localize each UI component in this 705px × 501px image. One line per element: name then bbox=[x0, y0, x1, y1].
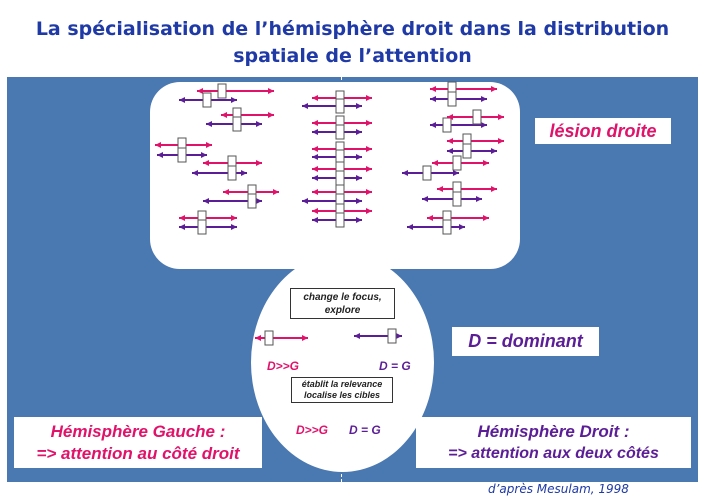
right-hemisphere-box: Hémisphère Droit : => attention aux deux… bbox=[416, 417, 691, 468]
bisection-marker bbox=[264, 330, 274, 346]
bisection-marker bbox=[217, 83, 227, 99]
relevance-box: établit la relevance localise les cibles bbox=[291, 377, 393, 403]
title-line-1: La spécialisation de l’hémisphère droit … bbox=[35, 18, 670, 40]
bisection-marker bbox=[452, 155, 462, 171]
dg-left-top: D>>G bbox=[267, 359, 300, 373]
diagram-panel: lésion droite change le focus, explore D… bbox=[7, 77, 698, 482]
slide-title: La spécialisation de l’hémisphère droit … bbox=[20, 16, 685, 70]
right-hemisphere-desc: => attention aux deux côtés bbox=[448, 445, 659, 462]
focus-line-1: change le focus, bbox=[303, 292, 382, 303]
bisection-marker bbox=[387, 328, 397, 344]
bisection-marker bbox=[335, 124, 345, 140]
left-hemisphere-box: Hémisphère Gauche : => attention au côté… bbox=[14, 417, 262, 468]
title-line-2: spatiale de l’attention bbox=[233, 45, 472, 67]
bisection-lines-layer bbox=[155, 81, 504, 346]
bisection-marker bbox=[422, 165, 432, 181]
bisection-marker bbox=[452, 191, 462, 207]
bisection-marker bbox=[177, 147, 187, 163]
left-hemisphere-title: Hémisphère Gauche : bbox=[50, 422, 226, 441]
right-hemisphere-title: Hémisphère Droit : bbox=[477, 422, 630, 441]
bisection-marker bbox=[442, 219, 452, 235]
source-caption: d’après Mesulam, 1998 bbox=[488, 482, 629, 496]
bisection-marker bbox=[227, 165, 237, 181]
bisection-marker bbox=[335, 212, 345, 228]
bisection-marker bbox=[447, 91, 457, 107]
bisection-marker bbox=[335, 98, 345, 114]
left-hemisphere-desc: => attention au côté droit bbox=[36, 444, 240, 463]
lesion-label: lésion droite bbox=[535, 118, 671, 144]
bisection-marker bbox=[197, 219, 207, 235]
relevance-line-1: établit la relevance bbox=[301, 379, 383, 389]
focus-box: change le focus, explore bbox=[290, 288, 395, 319]
dg-right-bottom: D = G bbox=[349, 423, 381, 437]
dominant-label: D = dominant bbox=[452, 327, 599, 356]
midline-divider bbox=[341, 77, 342, 482]
bisection-marker bbox=[335, 170, 345, 186]
bisection-marker bbox=[202, 92, 212, 108]
focus-line-2: explore bbox=[324, 305, 361, 316]
dg-left-bottom: D>>G bbox=[296, 423, 329, 437]
dg-right-top: D = G bbox=[379, 359, 411, 373]
bisection-marker bbox=[472, 109, 482, 125]
bisection-marker bbox=[247, 193, 257, 209]
bisection-marker bbox=[232, 116, 242, 132]
relevance-line-2: localise les cibles bbox=[303, 390, 381, 400]
bisection-marker bbox=[462, 143, 472, 159]
bisection-marker bbox=[442, 117, 452, 133]
